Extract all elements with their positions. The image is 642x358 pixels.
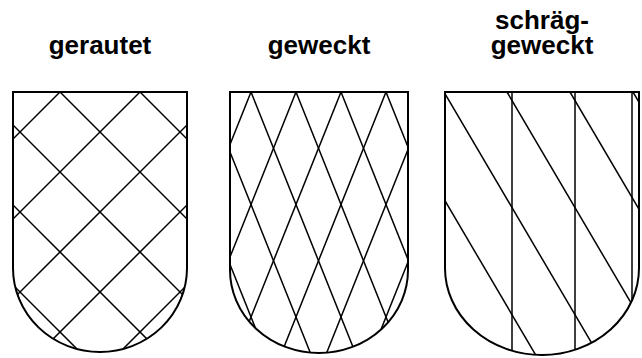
- shield-heading: schräg- geweckt: [444, 0, 640, 58]
- pattern-line: [0, 92, 71, 358]
- pattern-line: [540, 92, 642, 358]
- field-pattern: [0, 92, 642, 358]
- pattern-line: [140, 92, 540, 358]
- pattern-line: [0, 92, 380, 358]
- pattern-line: [26, 92, 186, 358]
- shield-border: [230, 92, 408, 353]
- field-pattern: [66, 92, 642, 358]
- pattern-line: [0, 92, 116, 358]
- pattern-line: [300, 92, 642, 358]
- pattern-line: [300, 92, 642, 358]
- pattern-line: [381, 92, 616, 358]
- pattern-line: [140, 92, 540, 358]
- pattern-line: [0, 92, 26, 358]
- pattern-line: [0, 92, 140, 358]
- pattern-line: [511, 92, 513, 358]
- pattern-line: [460, 92, 642, 358]
- pattern-line: [406, 92, 566, 358]
- pattern-line: [0, 92, 300, 358]
- pattern-line: [521, 92, 642, 358]
- pattern-line: [476, 92, 636, 358]
- field-pattern: [0, 92, 642, 358]
- shield-heading: geweckt: [229, 0, 409, 58]
- pattern-line: [136, 92, 296, 358]
- shield-node: schräg- geweckt: [444, 0, 640, 358]
- pattern-line: [431, 92, 591, 358]
- pattern-line: [0, 92, 300, 358]
- pattern-line: [60, 92, 460, 358]
- pattern-line: [611, 92, 642, 358]
- pattern-line: [226, 92, 386, 358]
- blazon-term: schräg- geweckt: [491, 8, 594, 58]
- pattern-line: [255, 92, 490, 358]
- pattern-line: [361, 92, 521, 358]
- pattern-line: [570, 92, 642, 358]
- pattern-line: [60, 92, 460, 358]
- pattern-line: [574, 92, 576, 358]
- pattern-line: [192, 92, 427, 358]
- pattern-line: [91, 92, 251, 358]
- pattern-line: [444, 92, 642, 358]
- pattern-line: [631, 92, 633, 358]
- pattern-line: [0, 92, 220, 358]
- pattern-line: [633, 92, 642, 358]
- shield-node: geweckt: [229, 0, 409, 358]
- pattern-line: [129, 92, 364, 358]
- blazon-term: geweckt: [268, 33, 371, 58]
- shield-border: [445, 92, 639, 355]
- shield-heading: gerautet: [12, 0, 188, 58]
- pattern-line: [71, 92, 231, 358]
- pattern-line: [341, 92, 501, 358]
- pattern-line: [66, 92, 301, 358]
- pattern-line: [318, 92, 553, 358]
- pattern-line: [541, 92, 642, 358]
- blazon-term: gerautet: [49, 33, 152, 58]
- pattern-line: [181, 92, 341, 358]
- pattern-line: [296, 92, 456, 358]
- pattern-line: [380, 92, 642, 358]
- shield-node: gerautet: [12, 0, 188, 358]
- shield-border: [13, 92, 187, 352]
- pattern-line: [0, 92, 141, 358]
- pattern-line: [46, 92, 206, 358]
- pattern-line: [316, 92, 476, 358]
- pattern-line: [1, 92, 161, 358]
- pattern-line: [0, 92, 380, 358]
